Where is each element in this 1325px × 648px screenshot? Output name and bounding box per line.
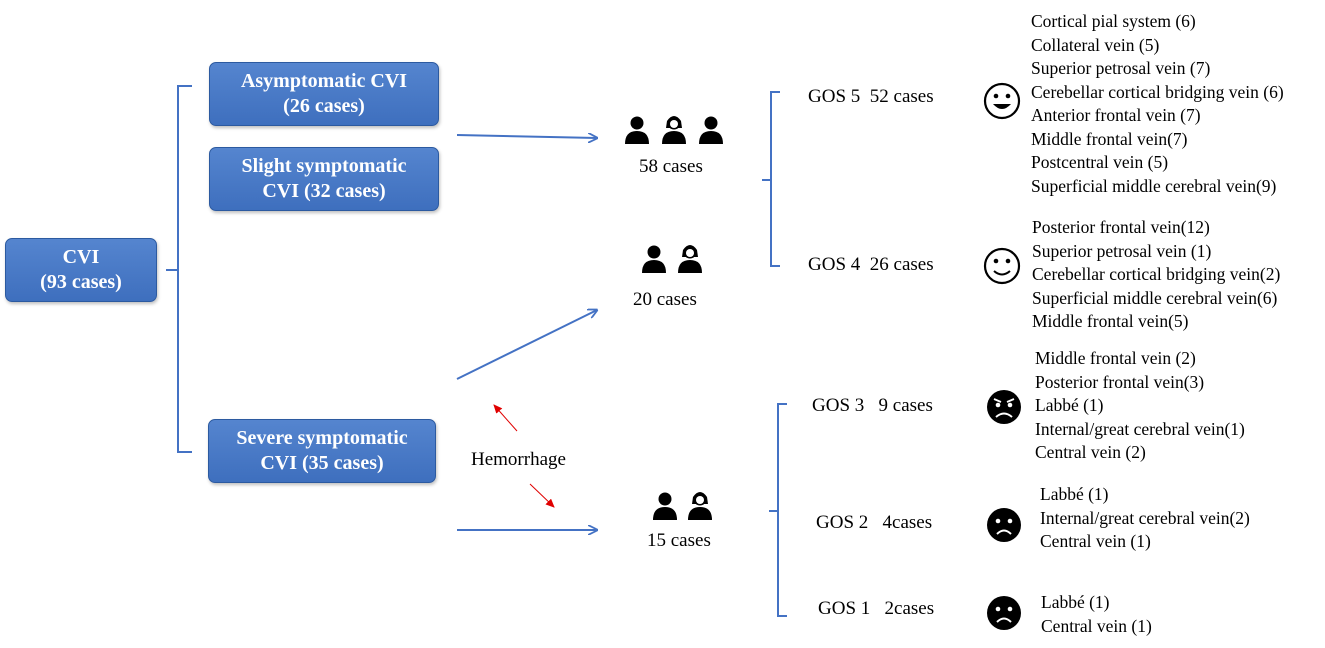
cohort-15-icons xyxy=(653,492,712,520)
gos4-grade: GOS 4 xyxy=(808,254,861,275)
cohort-15-label: 15 cases xyxy=(647,530,711,551)
vein-item: Posterior frontal vein(3) xyxy=(1035,371,1205,392)
gos4-vein-list: Posterior frontal vein(12) Superior petr… xyxy=(1032,216,1280,334)
gos5-label: GOS 5 52 cases xyxy=(808,86,934,108)
worried-face-icon xyxy=(987,390,1021,424)
person-female-icon xyxy=(688,492,712,520)
vein-item: Superior petrosal vein (1) xyxy=(1032,240,1212,261)
vein-item: Posterior frontal vein(12) xyxy=(1032,217,1210,237)
gos5-cases: 52 cases xyxy=(869,86,934,107)
cohort-58-label: 58 cases xyxy=(639,156,703,177)
vein-item: Superior petrosal vein (7) xyxy=(1031,58,1211,78)
gos3-grade: GOS 3 xyxy=(812,395,865,416)
frown-face-icon xyxy=(987,508,1021,542)
person-female-icon xyxy=(678,245,702,273)
vein-item: Anterior frontal vein (7) xyxy=(1031,105,1201,125)
root-count: (93 cases) xyxy=(40,271,122,293)
person-male-icon xyxy=(653,492,677,520)
gos4-label: GOS 4 26 cases xyxy=(808,254,934,276)
hemorrhage-arrow-down xyxy=(529,483,555,508)
person-male-icon xyxy=(699,116,723,144)
vein-item: Cerebellar cortical bridging vein (6) xyxy=(1031,81,1284,102)
slight-symptomatic-cvi-box: Slight symptomatic CVI (32 cases) xyxy=(209,147,439,211)
hemorrhage-label: Hemorrhage xyxy=(471,449,566,470)
vein-item: Postcentral vein (5) xyxy=(1031,152,1169,172)
vein-item: Labbé (1) xyxy=(1041,592,1110,612)
gos2-label: GOS 2 4cases xyxy=(816,512,932,534)
person-male-icon xyxy=(642,245,666,273)
gos1-cases: 2cases xyxy=(884,598,935,619)
vein-item: Labbé (1) xyxy=(1040,484,1109,504)
severe-count: CVI (35 cases) xyxy=(260,452,384,474)
vein-item: Middle frontal vein (2) xyxy=(1035,348,1196,368)
lower-outcome-brace xyxy=(769,403,787,617)
cohort-20-label: 20 cases xyxy=(633,289,697,310)
arrow-to-58-cases xyxy=(456,135,597,138)
root-title: CVI xyxy=(62,246,100,268)
slight-smile-face-icon xyxy=(983,247,1021,285)
vein-item: Central vein (2) xyxy=(1035,442,1146,462)
hemorrhage-arrow-up xyxy=(493,404,518,432)
gos1-vein-list: Labbé (1) Central vein (1) xyxy=(1041,591,1152,638)
gos4-cases: 26 cases xyxy=(869,254,934,275)
gos5-vein-list: Cortical pial system (6) Collateral vein… xyxy=(1031,10,1284,198)
vein-item: Internal/great cerebral vein(1) xyxy=(1035,418,1245,439)
gos2-grade: GOS 2 xyxy=(816,512,869,533)
gos3-label: GOS 3 9 cases xyxy=(812,395,933,417)
vein-item: Internal/great cerebral vein(2) xyxy=(1040,507,1250,528)
root-brace xyxy=(166,85,192,453)
vein-item: Superficial middle cerebral vein(9) xyxy=(1031,175,1277,196)
gos3-vein-list: Middle frontal vein (2) Posterior fronta… xyxy=(1035,347,1245,465)
arrow-to-20-cases xyxy=(456,310,597,380)
vein-item: Central vein (1) xyxy=(1041,615,1152,636)
vein-item: Central vein (1) xyxy=(1040,531,1151,551)
gos2-cases: 4cases xyxy=(882,512,933,533)
vein-item: Middle frontal vein(7) xyxy=(1031,128,1188,149)
slight-count: CVI (32 cases) xyxy=(262,180,386,202)
gos2-vein-list: Labbé (1) Internal/great cerebral vein(2… xyxy=(1040,483,1250,554)
severe-symptomatic-cvi-box: Severe symptomatic CVI (35 cases) xyxy=(208,419,436,483)
person-male-icon xyxy=(625,116,649,144)
gos1-grade: GOS 1 xyxy=(818,598,871,619)
vein-item: Superficial middle cerebral vein(6) xyxy=(1032,287,1278,308)
person-female-icon xyxy=(662,116,686,144)
vein-item: Cortical pial system (6) xyxy=(1031,11,1196,31)
smile-face-icon xyxy=(983,82,1021,120)
cohort-58-icons xyxy=(625,116,723,144)
asymptomatic-count: (26 cases) xyxy=(283,95,365,117)
vein-item: Collateral vein (5) xyxy=(1031,34,1160,55)
gos1-label: GOS 1 2cases xyxy=(818,598,934,620)
vein-item: Middle frontal vein(5) xyxy=(1032,311,1189,331)
vein-item: Labbé (1) xyxy=(1035,395,1104,415)
slight-title: Slight symptomatic xyxy=(241,155,407,177)
gos5-grade: GOS 5 xyxy=(808,86,861,107)
frown-face-icon xyxy=(987,596,1021,630)
cohort-20-icons xyxy=(642,245,702,273)
upper-outcome-brace xyxy=(762,91,780,267)
severe-title: Severe symptomatic xyxy=(236,427,408,449)
asymptomatic-cvi-box: Asymptomatic CVI (26 cases) xyxy=(209,62,439,126)
root-cvi-box: CVI (93 cases) xyxy=(5,238,157,302)
asymptomatic-title: Asymptomatic CVI xyxy=(240,70,408,92)
vein-item: Cerebellar cortical bridging vein(2) xyxy=(1032,264,1281,284)
gos3-cases: 9 cases xyxy=(878,395,933,416)
